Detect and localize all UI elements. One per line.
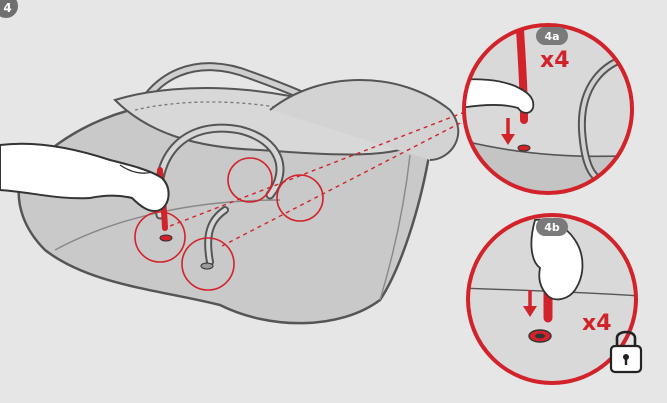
detail-4a-badge: 4a [536,27,568,45]
detail-4b-count: x4 [582,311,612,336]
detail-4a-count: x4 [540,48,570,73]
detail-4b-badge: 4b [536,218,568,236]
